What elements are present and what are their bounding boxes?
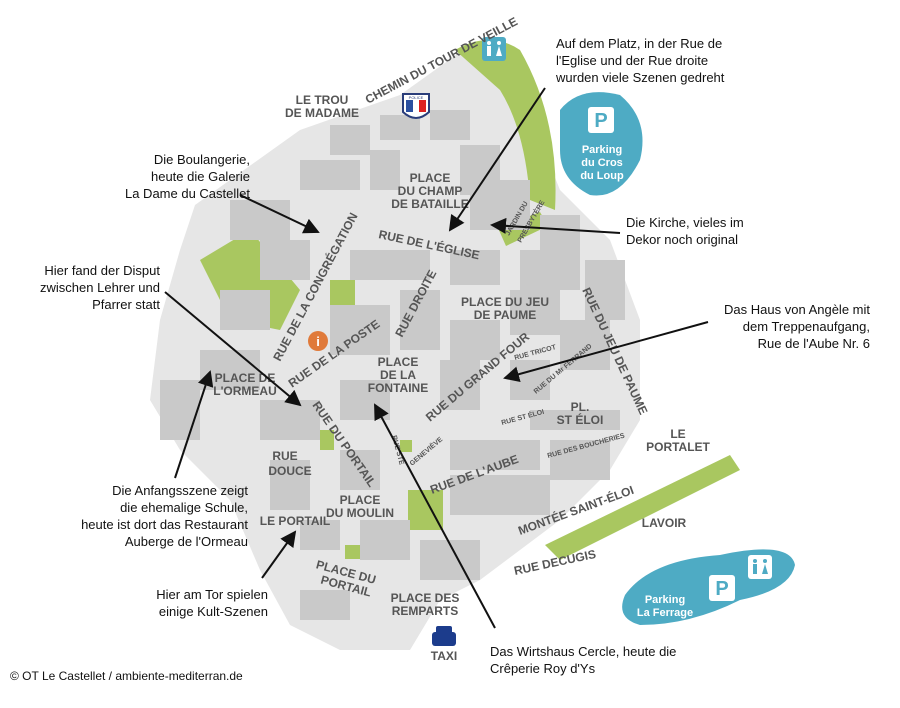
svg-text:RUE: RUE <box>272 449 297 463</box>
svg-text:LE: LE <box>670 427 685 441</box>
svg-text:L'ORMEAU: L'ORMEAU <box>213 384 277 398</box>
svg-text:du Cros: du Cros <box>581 157 623 169</box>
svg-text:DOUCE: DOUCE <box>268 464 311 478</box>
svg-text:DE BATAILLE: DE BATAILLE <box>391 197 469 211</box>
svg-text:La Ferrage: La Ferrage <box>637 607 693 619</box>
svg-text:Parking: Parking <box>582 144 622 156</box>
svg-text:PORTALET: PORTALET <box>646 440 710 454</box>
svg-text:LE TROU: LE TROU <box>296 93 349 107</box>
svg-text:Parking: Parking <box>645 594 685 606</box>
svg-text:LAVOIR: LAVOIR <box>642 516 687 530</box>
svg-text:PLACE DE: PLACE DE <box>215 371 276 385</box>
svg-text:i: i <box>316 334 320 349</box>
svg-text:PLACE: PLACE <box>378 355 419 369</box>
svg-text:PLACE: PLACE <box>410 171 451 185</box>
svg-text:FONTAINE: FONTAINE <box>368 381 428 395</box>
svg-text:LE PORTAIL: LE PORTAIL <box>260 514 330 528</box>
parking-icon: P <box>715 578 728 600</box>
svg-text:DU CHAMP: DU CHAMP <box>398 184 463 198</box>
svg-text:DU MOULIN: DU MOULIN <box>326 506 394 520</box>
svg-text:DE LA: DE LA <box>380 368 416 382</box>
annotation-arrows <box>164 87 709 629</box>
toilet-icon <box>482 37 506 61</box>
svg-text:PLACE: PLACE <box>340 493 381 507</box>
police-badge-icon: POLICE <box>402 93 430 119</box>
info-icon[interactable]: i <box>308 331 328 351</box>
svg-text:PLACE DES: PLACE DES <box>391 591 460 605</box>
copyright: © OT Le Castellet / ambiente-mediterran.… <box>10 669 243 683</box>
svg-text:PL.: PL. <box>571 400 590 414</box>
svg-text:du Loup: du Loup <box>580 170 624 182</box>
parking-du-cros-du-loup[interactable]: P Parking du Cros du Loup <box>560 92 643 196</box>
svg-text:POLICE: POLICE <box>409 95 424 100</box>
svg-text:DE MADAME: DE MADAME <box>285 106 359 120</box>
svg-text:DE PAUME: DE PAUME <box>474 308 536 322</box>
parking-icon: P <box>594 110 607 132</box>
svg-text:ST ÉLOI: ST ÉLOI <box>557 412 604 427</box>
svg-text:REMPARTS: REMPARTS <box>392 604 458 618</box>
taxi-icon: TAXI <box>431 626 457 663</box>
svg-text:TAXI: TAXI <box>431 649 457 663</box>
toilet-icon <box>748 555 772 579</box>
buildings <box>160 110 625 620</box>
svg-text:PLACE DU JEU: PLACE DU JEU <box>461 295 549 309</box>
